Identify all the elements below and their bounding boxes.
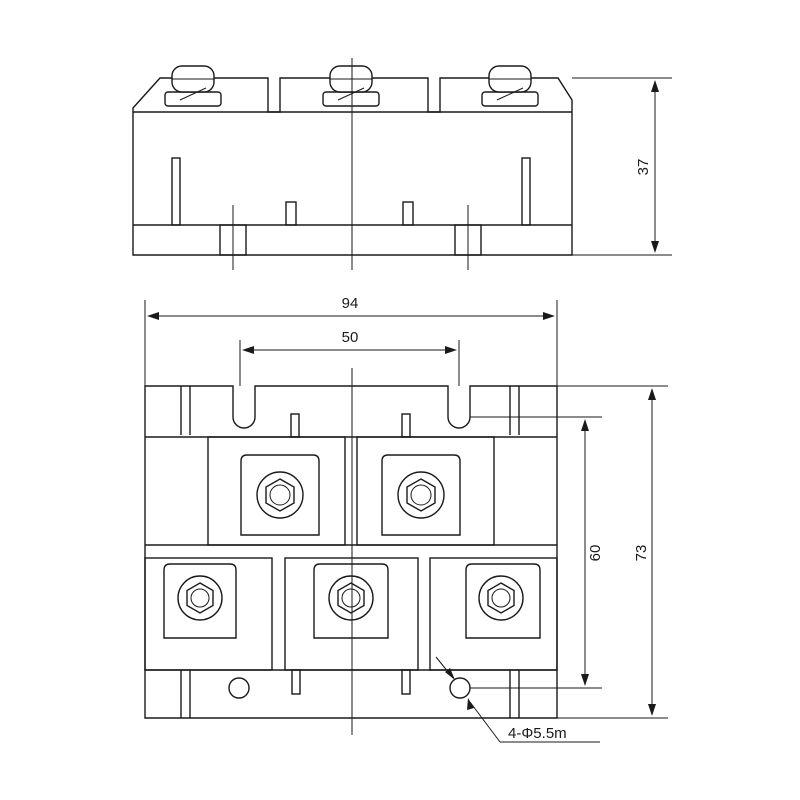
height-dimension: 37 <box>572 77 672 256</box>
hole-pitch-label: 60 <box>587 545 604 562</box>
side-screw-center <box>322 65 380 107</box>
bolt-pitch-dimension: 50 <box>239 329 460 386</box>
side-view: 37 <box>132 58 672 270</box>
terminal-bottom-center <box>313 563 389 639</box>
mount-hole-label: 4-Φ5.5m <box>508 725 567 742</box>
height-label: 37 <box>635 159 652 176</box>
hole-pitch-dimension: 60 <box>470 416 604 689</box>
terminal-bottom-right <box>465 563 541 639</box>
mount-hole-right <box>449 677 471 699</box>
width-dimension: 73 <box>557 385 668 719</box>
top-view: 94 50 60 73 <box>144 295 668 743</box>
length-dimension: 94 <box>144 295 558 386</box>
terminal-top-left <box>240 454 320 536</box>
length-label: 94 <box>342 295 359 312</box>
terminal-bottom-left <box>163 563 237 639</box>
mount-hole-callout: 4-Φ5.5m <box>435 656 600 743</box>
bolt-pitch-label: 50 <box>342 329 359 346</box>
mount-hole-left <box>228 677 250 699</box>
terminal-top-right <box>381 454 461 536</box>
width-label: 73 <box>633 545 650 562</box>
side-screw-right <box>481 65 539 107</box>
side-screw-left <box>164 65 222 107</box>
